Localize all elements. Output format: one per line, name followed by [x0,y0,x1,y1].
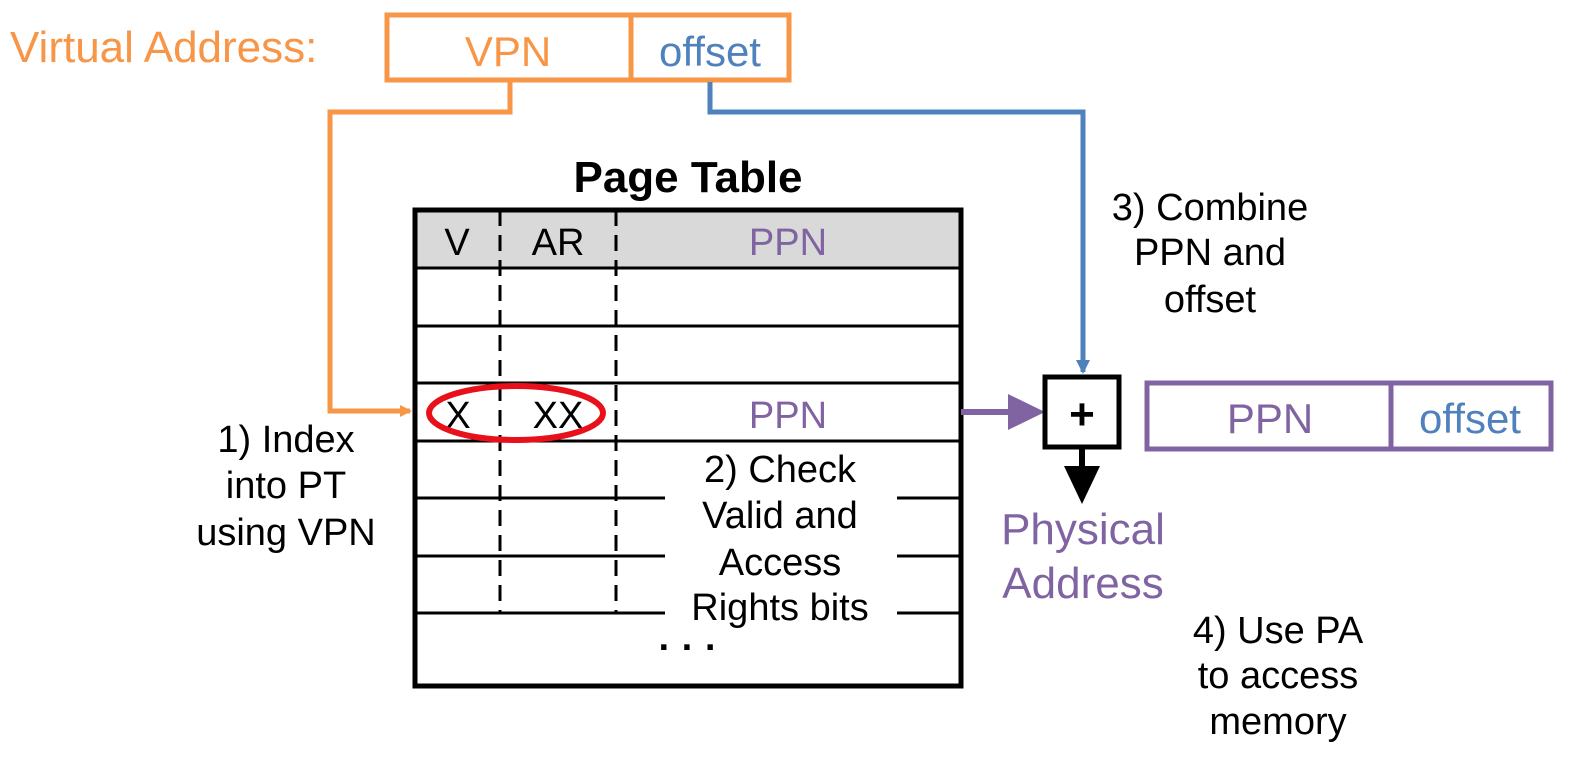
page-table-ellipsis: · · · [658,627,717,669]
page-table-title: Page Table [573,153,802,202]
virtual-address-label: Virtual Address: [10,23,317,72]
step3-line3: offset [1164,279,1257,321]
physical-address-offset: offset [1419,395,1521,442]
physical-address-label-line1: Physical [1001,505,1165,554]
virtual-address-offset-box [628,12,792,83]
row-ppn: PPN [749,395,827,437]
ppn-combine-arrowhead [1008,394,1045,430]
page-table-outline [412,207,964,689]
step1-line1: 1) Index [217,419,354,461]
physical-address-output-arrowhead [1064,466,1100,504]
page-table-header-ppn: PPN [749,222,827,264]
physical-address-offset-box [1388,380,1554,452]
step2-line4: Rights bits [691,587,868,629]
step1-line3: using VPN [196,512,376,554]
virtual-address-offset: offset [659,28,761,75]
page-table-header-background [415,210,961,268]
step3-line2: PPN and [1134,232,1286,274]
page-table-header-ar: AR [532,222,585,264]
virtual-address-vpn: VPN [465,28,551,75]
step4-line2: to access [1198,655,1359,697]
vpn-index-arrow [327,82,513,417]
physical-address-ppn: PPN [1227,395,1313,442]
step3-line1: 3) Combine [1112,187,1308,229]
step2-line2: Valid and [702,495,858,537]
step4-line1: 4) Use PA [1193,610,1364,652]
page-table-header-v: V [444,222,470,264]
step4-line3: memory [1209,701,1346,743]
page-table [412,207,964,689]
step2-line3: Access [719,542,841,584]
physical-address-label-line2: Address [1002,559,1163,608]
step1-line2: into PT [226,465,346,507]
step2-line1: 2) Check [704,449,857,491]
valid-access-check-ellipse [426,383,606,443]
offset-combine-arrow [707,82,1090,374]
combiner-plus: + [1069,390,1095,439]
